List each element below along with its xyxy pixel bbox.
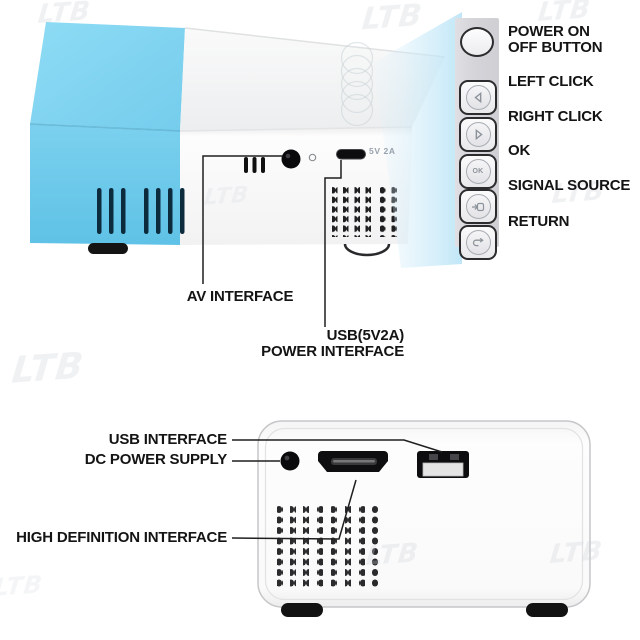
- left-click-button: [459, 80, 497, 115]
- av-jack-highlight: [285, 153, 291, 159]
- usb-callout-line: [232, 439, 443, 453]
- signal-source-button: [459, 189, 497, 224]
- ok-button: OK: [459, 154, 497, 189]
- ok-glyph: OK: [465, 159, 491, 184]
- left-arrow-icon: [465, 85, 491, 110]
- top-projector: [29, 22, 446, 257]
- usb-interface-label: USB INTERFACE: [108, 431, 227, 448]
- faint-top-buttons: [340, 41, 374, 127]
- front-fold-line: [179, 126, 413, 132]
- dc-power-jack: [280, 451, 300, 471]
- power-button: [460, 27, 494, 57]
- rear-foot-left: [281, 603, 323, 617]
- usb-power-port-label: 5V 2A: [369, 146, 396, 156]
- usb-notch: [450, 454, 459, 460]
- dc-power-supply-label: DC POWER SUPPLY: [84, 451, 228, 468]
- projection-beam: [373, 12, 462, 268]
- side-vent-grille: [97, 188, 185, 234]
- high-definition-interface-label: HIGH DEFINITION INTERFACE: [16, 529, 227, 546]
- control-panel-strip: OK: [455, 18, 499, 260]
- white-body-top: [180, 28, 445, 131]
- rear-foot-right: [526, 603, 568, 617]
- reset-pinhole: [308, 153, 317, 162]
- right-click-button: [459, 117, 497, 152]
- hdmi-callout-line: [231, 479, 357, 540]
- usb-notch: [429, 454, 438, 460]
- blue-fold-line: [29, 123, 181, 132]
- rear-callout-lines: [231, 439, 443, 540]
- top-callout-lines: [202, 155, 342, 327]
- av-interface-label: AV INTERFACE: [186, 288, 294, 305]
- blue-lid-top: [30, 22, 185, 131]
- return-button: [459, 225, 497, 260]
- usb-power-port: [336, 149, 366, 160]
- left-click-label: LEFT CLICK: [508, 73, 594, 90]
- right-arrow-icon: [465, 122, 491, 147]
- top-projector-foot: [88, 243, 128, 254]
- av-callout-line: [202, 155, 283, 284]
- blue-lid-front: [30, 124, 180, 245]
- white-body-front: [180, 127, 412, 245]
- hdmi-slot-highlight: [333, 460, 375, 463]
- return-label: RETURN: [508, 213, 570, 230]
- rear-body-inner-line: [264, 427, 584, 601]
- return-icon: [465, 230, 491, 255]
- dc-jack-highlight: [284, 455, 290, 461]
- power-button-label: POWER ON OFF BUTTON: [508, 23, 603, 56]
- rear-projector: [257, 420, 591, 617]
- av-jack: [281, 149, 301, 169]
- bottom-notch: [343, 243, 391, 257]
- ok-glyph-text: OK: [472, 168, 484, 175]
- usb-power-interface-label: USB(5V2A) POWER INTERFACE: [261, 327, 404, 360]
- usb-power-callout-line: [324, 160, 342, 327]
- usb-tab: [422, 462, 464, 477]
- signal-source-icon: [465, 194, 491, 219]
- ok-label: OK: [508, 142, 531, 159]
- signal-source-label: SIGNAL SOURCE: [508, 177, 631, 194]
- rear-mini-slots: [244, 157, 265, 173]
- rear-vent-grille: [277, 506, 378, 589]
- right-click-label: RIGHT CLICK: [508, 108, 603, 125]
